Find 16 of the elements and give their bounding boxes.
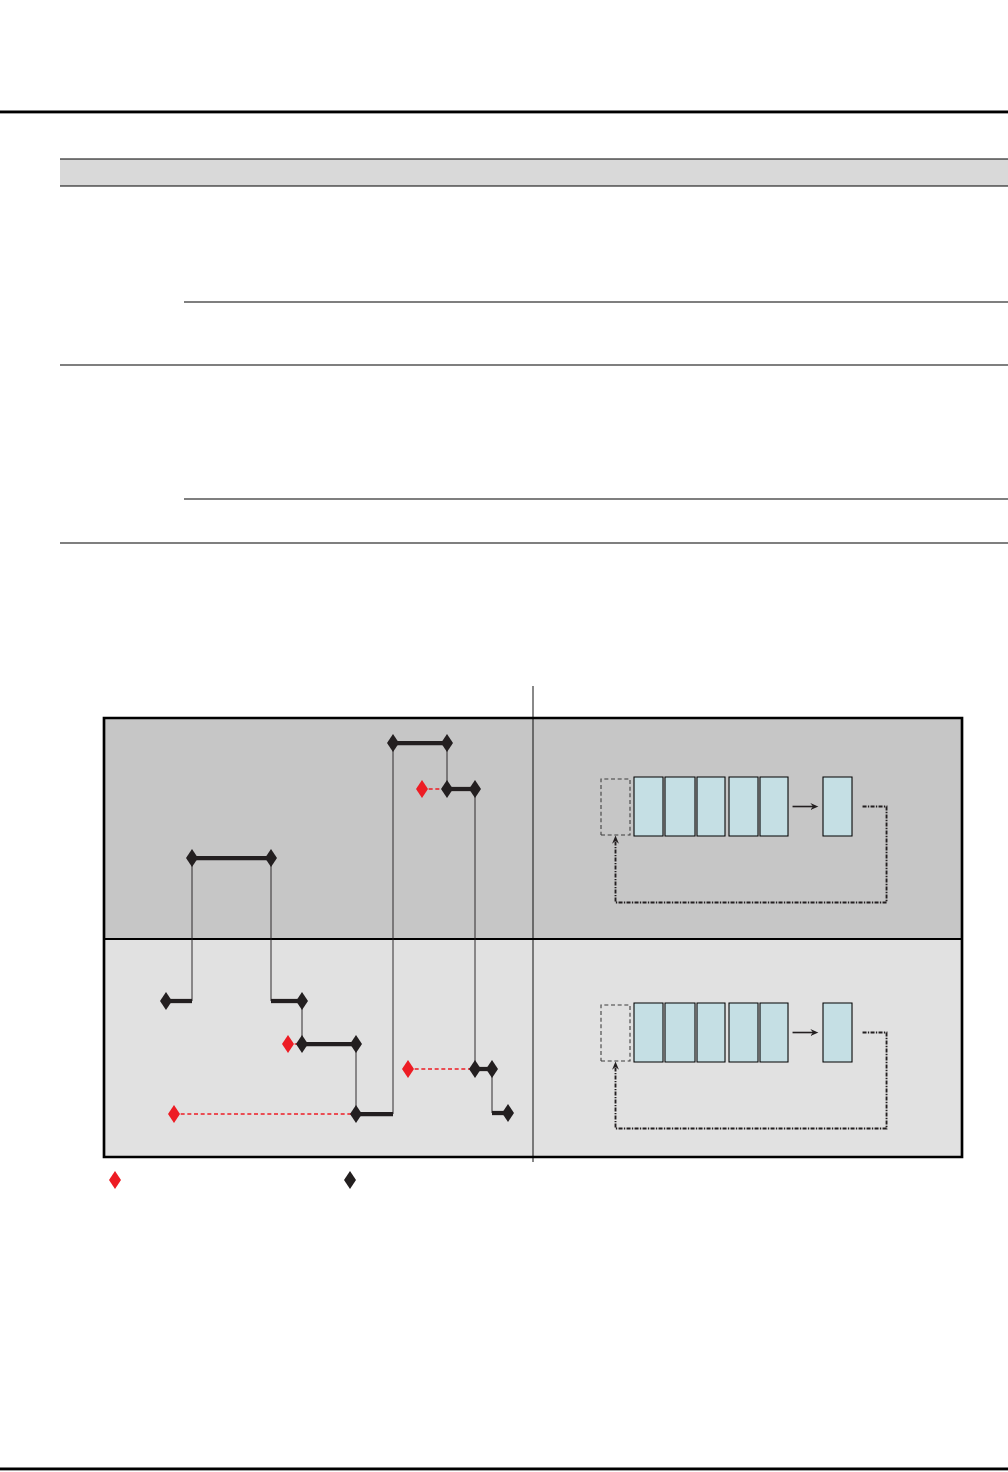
dashed-slot (600, 778, 631, 836)
queue-slot (696, 1002, 726, 1063)
queue-slot (759, 776, 789, 837)
queue-slot (633, 1002, 664, 1063)
queue-slot (822, 1002, 853, 1063)
queue-slot (664, 1002, 696, 1063)
queue-slot (728, 1002, 759, 1063)
queue-slot (822, 776, 853, 837)
queue-slot (728, 776, 759, 837)
arrow (612, 805, 888, 904)
arrow (612, 1031, 888, 1130)
queue-slot (696, 776, 726, 837)
queue-slot (664, 776, 696, 837)
dashed-slot (600, 1004, 631, 1062)
queue-slot (633, 776, 664, 837)
queue-slot (759, 1002, 789, 1063)
